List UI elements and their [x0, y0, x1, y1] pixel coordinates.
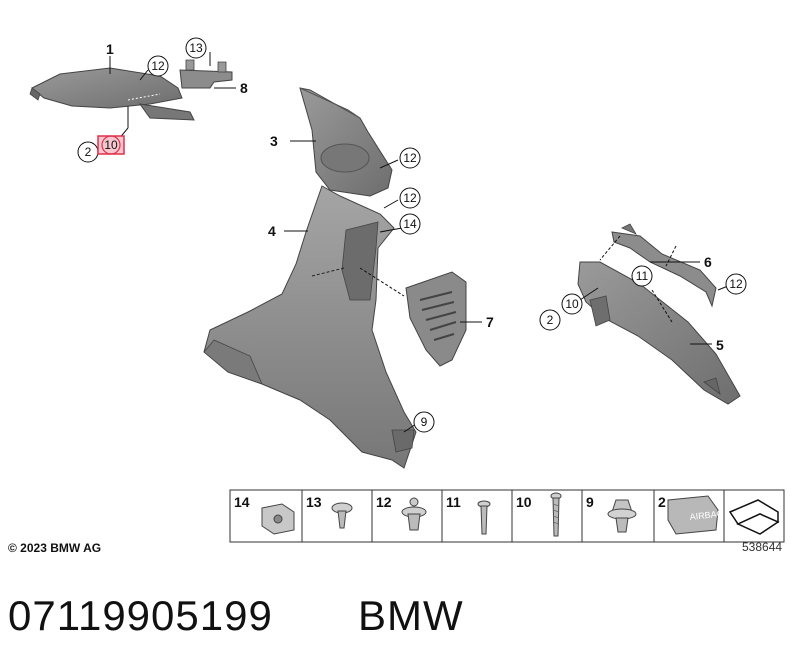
legend-12-number: 12 [376, 494, 392, 510]
callout-9-circle [413, 411, 435, 433]
plastic-clip-icon [607, 499, 637, 533]
callout-12c: 12 [403, 191, 417, 205]
callout-10b-circle [561, 293, 583, 315]
callout-2b-circle [539, 309, 561, 331]
callout-10a-circle [101, 135, 121, 155]
callout-9: 9 [421, 415, 428, 429]
callout-13: 13 [189, 41, 203, 55]
part-5-c-pillar-trim [577, 261, 741, 405]
airbag-text: AIRBAG [689, 508, 724, 522]
callout-12b: 12 [403, 151, 417, 165]
legend-11-number: 11 [446, 494, 461, 510]
callout-12c-circle [399, 187, 421, 209]
callout-10b: 10 [565, 297, 579, 311]
part-7-air-vent [405, 271, 467, 367]
part-4-b-pillar-lower [203, 185, 417, 469]
legend-2-number: 2 [658, 494, 666, 510]
callout-12b-circle [399, 147, 421, 169]
diagram-id: 538644 [742, 540, 783, 554]
expanding-rivet-icon [401, 497, 427, 531]
bracket-clip-icon [261, 503, 295, 535]
callout-12a: 12 [151, 59, 165, 73]
copyright: © 2023 BMW AG [8, 541, 102, 555]
part-6-bracket [611, 223, 717, 308]
screw-icon [331, 502, 353, 529]
bolt-icon [550, 492, 562, 537]
legend-13-number: 13 [306, 494, 322, 510]
arrow-corner-icon [728, 499, 780, 535]
callout-2a: 2 [85, 145, 92, 159]
callout-7: 7 [486, 314, 494, 330]
part-3-b-pillar-upper [299, 87, 393, 197]
callout-8: 8 [240, 80, 248, 96]
callout-4: 4 [268, 223, 276, 239]
fastener-legend: 14 13 12 11 10 9 2 [229, 489, 785, 543]
legend-9-number: 9 [586, 494, 594, 510]
callout-12d-circle [725, 273, 747, 295]
callout-1: 1 [106, 41, 114, 57]
legend-14-number: 14 [234, 494, 250, 510]
blind-rivet-icon [477, 500, 491, 535]
callout-12a-circle [147, 55, 169, 77]
part-1-a-pillar-trim [29, 67, 195, 121]
callout-13-circle [185, 37, 207, 59]
airbag-label-icon: AIRBAG [667, 495, 724, 535]
callout-2b: 2 [547, 313, 554, 327]
callout-5: 5 [716, 337, 724, 353]
legend-10-number: 10 [516, 494, 532, 510]
callout-10a-highlighted: 10 [104, 138, 118, 152]
part-8-bracket [179, 59, 233, 89]
callout-14-circle [399, 213, 421, 235]
callout-11: 11 [636, 269, 649, 283]
brand: BMW [358, 592, 464, 639]
callout-6: 6 [704, 254, 712, 270]
callout-3: 3 [270, 133, 278, 149]
callout-14: 14 [403, 217, 417, 231]
callout-11-circle [631, 265, 653, 287]
callout-12d: 12 [729, 277, 743, 291]
part-number: 07119905199 [8, 592, 273, 639]
